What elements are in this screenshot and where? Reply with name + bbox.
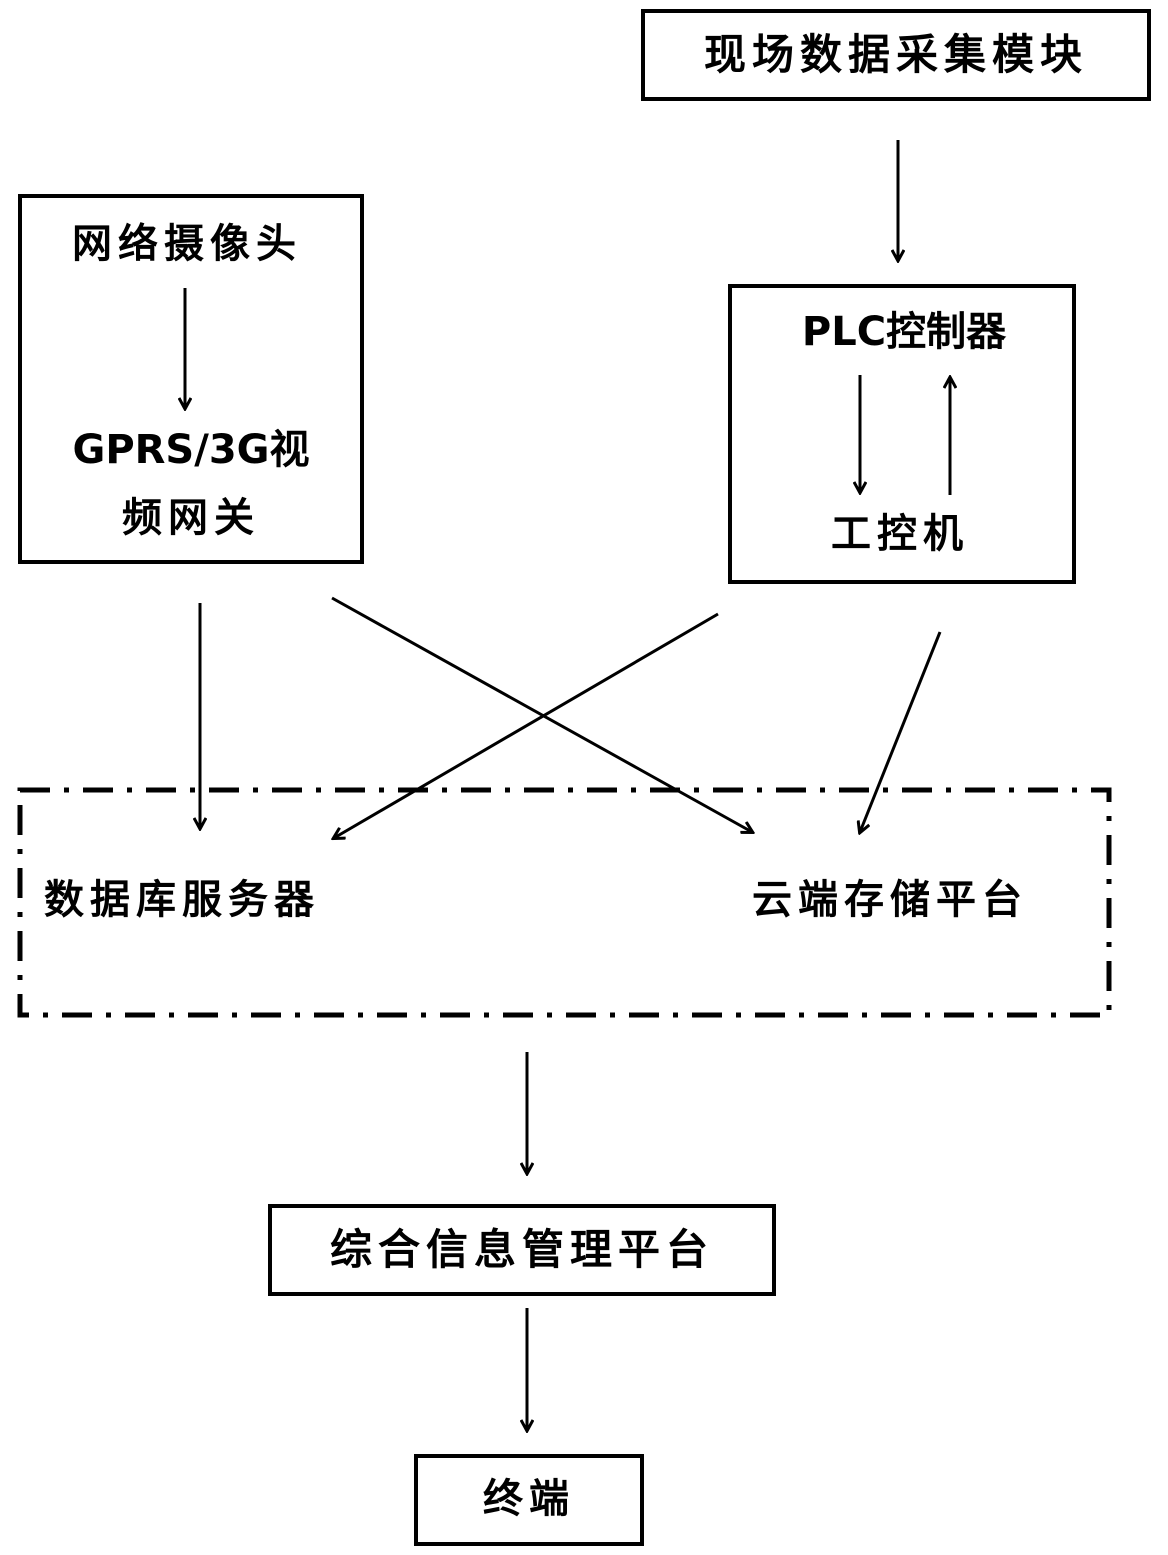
industrial-pc-label: 工控机 (831, 511, 969, 557)
arrow-plc-to-cloud (860, 631, 942, 832)
field-data-module-label: 现场数据采集模块 (703, 30, 1089, 79)
info-platform-box (268, 1204, 776, 1296)
cloud-storage-label: 云端存储平台 (752, 877, 1028, 923)
terminal-label: 终端 (483, 1476, 575, 1522)
camera-gateway-box (18, 194, 364, 564)
arrow-plc-to-database (334, 612, 719, 838)
field-data-module-box (641, 9, 1151, 101)
video-gateway-label-line1: GPRS/3G视 (72, 427, 310, 473)
info-platform-label: 综合信息管理平台 (329, 1225, 715, 1274)
plc-controller-box (728, 284, 1076, 584)
network-camera-label: 网络摄像头 (72, 221, 302, 267)
terminal-box (414, 1454, 644, 1546)
database-server-label: 数据库服务器 (44, 877, 320, 923)
video-gateway-label-line2: 频网关 (122, 495, 260, 541)
storage-group-outline (17, 787, 1112, 1018)
plc-controller-label: PLC控制器 (801, 309, 1007, 355)
